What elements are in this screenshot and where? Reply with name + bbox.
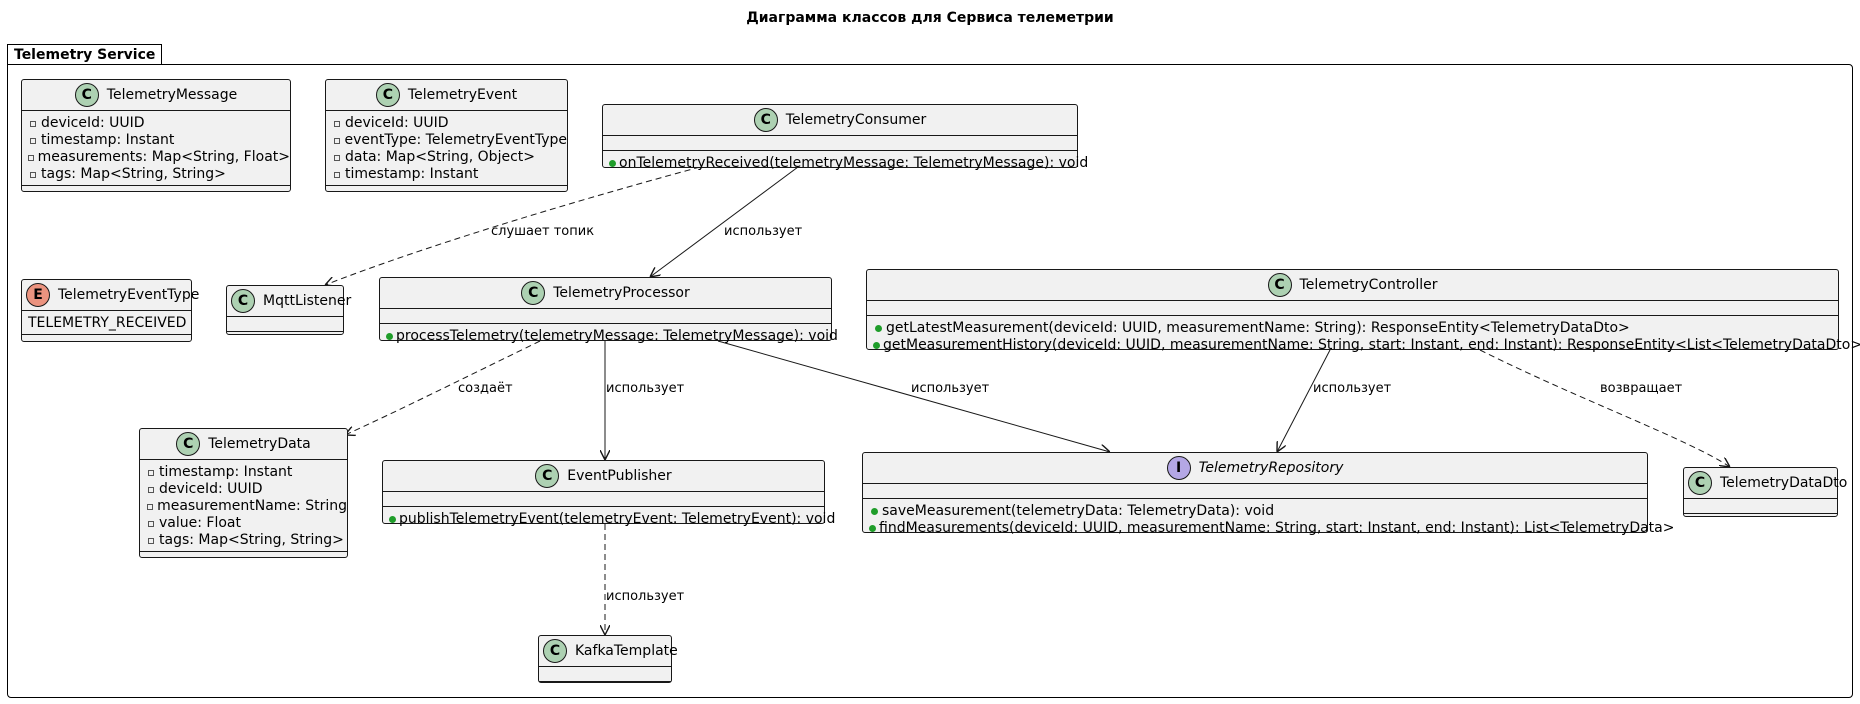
class-name: TelemetryMessage <box>106 87 238 103</box>
private-icon <box>28 154 35 161</box>
edge-consumer-processor <box>650 166 799 277</box>
enum-telemetry-event-type[interactable]: E TelemetryEventType TELEMETRY_RECEIVED <box>21 279 199 342</box>
public-icon <box>386 332 393 340</box>
interface-name: TelemetryRepository <box>1198 460 1344 476</box>
method: getLatestMeasurement(deviceId: UUID, mea… <box>886 319 1630 336</box>
field: deviceId: UUID <box>41 114 145 131</box>
class-icon: C <box>176 432 201 456</box>
field: tags: Map<String, String> <box>159 531 344 548</box>
relation-label: использует <box>606 381 685 396</box>
private-icon <box>333 137 340 144</box>
enum-name: TelemetryEventType <box>58 287 200 303</box>
relation-label: использует <box>606 589 685 604</box>
class-event-publisher[interactable]: C EventPublisher publishTelemetryEvent(te… <box>382 460 835 527</box>
edge-processor-data <box>345 340 541 435</box>
private-icon <box>334 154 340 161</box>
class-name: TelemetryProcessor <box>553 285 690 301</box>
class-icon: C <box>74 83 99 107</box>
class-icon: C <box>753 108 778 132</box>
class-mqtt-listener[interactable]: C MqttListener <box>226 285 351 335</box>
class-icon: C <box>375 83 400 107</box>
class-name: MqttListener <box>263 293 352 309</box>
class-telemetry-event[interactable]: C TelemetryEvent deviceId: UUID eventType… <box>325 79 568 192</box>
class-telemetry-controller[interactable]: C TelemetryController getLatestMeasuremen… <box>866 269 1860 353</box>
private-icon <box>148 486 154 493</box>
class-telemetry-consumer[interactable]: C TelemetryConsumer onTelemetryReceived(t… <box>602 104 1088 171</box>
relation-label: использует <box>1313 381 1392 396</box>
class-icon: C <box>231 289 255 313</box>
edge-controller-repository <box>1277 349 1331 452</box>
field: tags: Map<String, String> <box>41 165 226 182</box>
class-telemetry-message[interactable]: C TelemetryMessage deviceId: UUID timesta… <box>21 79 291 192</box>
class-telemetry-processor[interactable]: C TelemetryProcessor processTelemetry(tel… <box>379 277 838 344</box>
private-icon <box>30 137 36 144</box>
method: findMeasurements(deviceId: UUID, measure… <box>879 519 1675 536</box>
class-name: TelemetryConsumer <box>785 112 927 128</box>
enum-icon: E <box>26 283 50 307</box>
edge-controller-dto <box>1479 349 1730 467</box>
class-name: EventPublisher <box>567 468 672 484</box>
class-name: TelemetryDataDto <box>1720 475 1848 491</box>
edge-consumer-mqtt <box>325 166 701 285</box>
class-telemetry-data-dto[interactable]: C TelemetryDataDto <box>1683 467 1847 517</box>
public-icon <box>873 341 880 349</box>
field: deviceId: UUID <box>159 480 263 497</box>
enum-literal: TELEMETRY_RECEIVED <box>28 314 187 331</box>
field: data: Map<String, Object> <box>345 148 535 165</box>
class-telemetry-data[interactable]: C TelemetryData timestamp: Instant device… <box>139 428 348 558</box>
field: eventType: TelemetryEventType <box>344 131 567 148</box>
relation-label: слушает топик <box>491 224 595 239</box>
private-icon <box>147 503 154 510</box>
private-icon <box>30 120 36 127</box>
class-icon: C <box>1267 273 1292 297</box>
relation-label: создаёт <box>458 381 513 396</box>
class-name: KafkaTemplate <box>575 643 678 659</box>
private-icon <box>30 171 36 178</box>
field: value: Float <box>159 514 241 531</box>
class-name: TelemetryData <box>208 436 311 452</box>
package-tab: Telemetry Service <box>7 44 163 64</box>
private-icon <box>334 120 340 127</box>
public-icon <box>609 159 616 167</box>
method: publishTelemetryEvent(telemetryEvent: Te… <box>399 510 836 527</box>
field: timestamp: Instant <box>345 165 479 182</box>
package-frame <box>7 64 1853 698</box>
field: measurements: Map<String, Float> <box>37 148 290 165</box>
private-icon <box>148 469 154 476</box>
private-icon <box>334 171 340 178</box>
public-icon <box>870 507 878 515</box>
class-icon: C <box>1688 471 1712 495</box>
public-icon <box>874 324 882 332</box>
field: measurementName: String <box>157 497 347 514</box>
method: onTelemetryReceived(telemetryMessage: Te… <box>619 154 1089 171</box>
class-icon: C <box>535 464 560 488</box>
method: processTelemetry(telemetryMessage: Telem… <box>396 327 838 344</box>
relation-label: использует <box>724 224 803 239</box>
class-icon: C <box>521 281 546 305</box>
interface-telemetry-repository[interactable]: I TelemetryRepository saveMeasurement(tel… <box>862 452 1674 536</box>
relation-label: возвращает <box>1600 381 1683 396</box>
method: getMeasurementHistory(deviceId: UUID, me… <box>883 336 1860 353</box>
field: timestamp: Instant <box>41 131 175 148</box>
edge-processor-repository <box>717 340 1110 452</box>
class-icon: C <box>543 639 567 663</box>
class-name: TelemetryEvent <box>407 87 518 103</box>
public-icon <box>869 524 876 532</box>
method: saveMeasurement(telemetryData: Telemetry… <box>882 502 1275 519</box>
private-icon <box>148 537 154 544</box>
public-icon <box>389 515 396 523</box>
class-name: TelemetryController <box>1299 277 1438 293</box>
class-kafka-template[interactable]: C KafkaTemplate <box>538 635 678 683</box>
field: deviceId: UUID <box>345 114 449 131</box>
diagram-title: Диаграмма классов для Сервиса телеметрии <box>746 10 1114 26</box>
relation-label: использует <box>911 381 990 396</box>
field: timestamp: Instant <box>159 463 293 480</box>
private-icon <box>148 520 154 527</box>
interface-icon: I <box>1166 456 1191 480</box>
